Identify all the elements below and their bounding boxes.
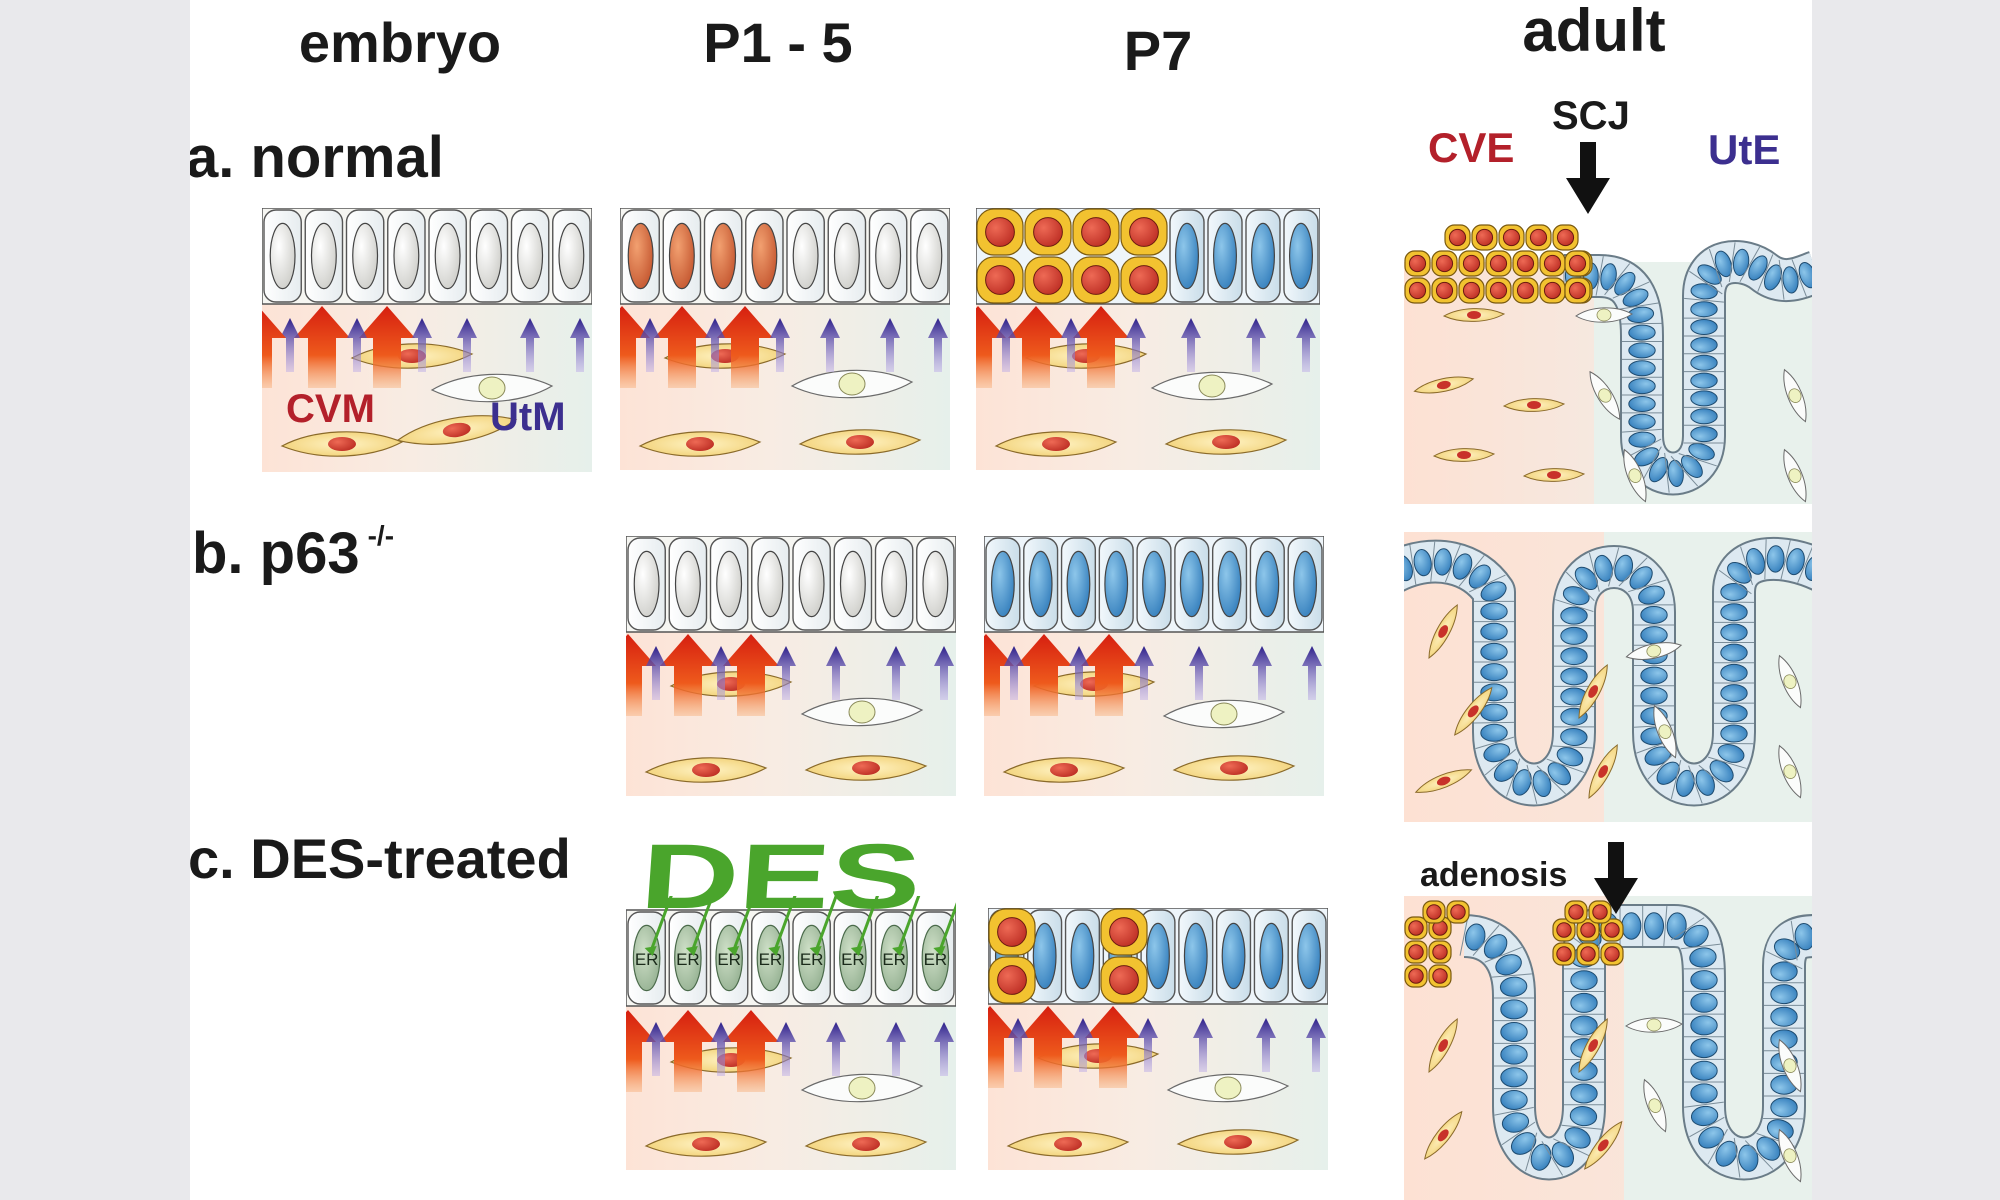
cell-nucleus xyxy=(716,550,743,618)
cell-nucleus xyxy=(710,222,737,290)
cell-nucleus xyxy=(674,550,701,618)
cell-nucleus xyxy=(1251,222,1276,290)
row-label-normal: a. normal xyxy=(190,125,444,190)
cell-nucleus xyxy=(839,550,866,618)
cell-nucleus xyxy=(434,222,461,290)
scj-arrow-des-icon xyxy=(1594,842,1638,914)
panel-p7-des xyxy=(988,908,1328,1170)
figure-panel: embryo P1 - 5 P7 adult a. normal b. p63-… xyxy=(190,0,1812,1200)
cell-nucleus xyxy=(875,222,902,290)
row-label-p63-superscript: -/- xyxy=(367,520,395,551)
cell-nucleus xyxy=(1032,922,1057,990)
row-label-p63-text: b. p63 xyxy=(192,521,360,586)
er-label: ER xyxy=(882,950,906,969)
scj-arrow-icon xyxy=(1566,142,1610,214)
er-label: ER xyxy=(676,950,700,969)
label-ute: UtE xyxy=(1708,126,1781,173)
cell-nucleus xyxy=(757,550,784,618)
cell-nucleus xyxy=(990,550,1015,618)
cell-nucleus xyxy=(269,222,296,290)
cell-nucleus xyxy=(833,222,860,290)
cell-nucleus xyxy=(352,222,379,290)
cell-nucleus xyxy=(558,222,585,290)
cell-nucleus xyxy=(922,550,949,618)
label-adenosis: adenosis xyxy=(1420,856,1568,894)
cell-nucleus xyxy=(1217,550,1242,618)
label-scj: SCJ xyxy=(1552,94,1630,138)
column-label-adult: adult xyxy=(1522,0,1666,64)
column-label-embryo: embryo xyxy=(298,11,502,74)
cell-nucleus xyxy=(1213,222,1238,290)
cell-nucleus xyxy=(1070,922,1095,990)
column-label-p7: P7 xyxy=(1123,19,1193,82)
cell-nucleus xyxy=(751,222,778,290)
panel-p1-5-normal xyxy=(620,208,950,470)
panel-p7-p63 xyxy=(984,536,1324,796)
cell-nucleus xyxy=(1142,550,1166,618)
cell-nucleus xyxy=(1146,922,1170,990)
cell-nucleus xyxy=(310,222,337,290)
cell-nucleus xyxy=(1028,550,1053,618)
cell-nucleus xyxy=(1289,222,1314,290)
er-label: ER xyxy=(800,950,824,969)
des-label-graphic: DES xyxy=(640,832,924,922)
label-cvm: CVM xyxy=(286,387,375,431)
embryo-epithelium xyxy=(262,208,592,305)
panel-p1-5-des: ER ER ER ER ER ER ER ER xyxy=(626,896,956,1170)
cell-nucleus xyxy=(1297,922,1322,990)
cell-nucleus xyxy=(633,550,660,618)
cell-nucleus xyxy=(1183,922,1208,990)
cell-nucleus xyxy=(1104,550,1129,618)
cell-nucleus xyxy=(668,222,695,290)
label-utm: UtM xyxy=(490,395,566,439)
cell-nucleus xyxy=(1066,550,1091,618)
label-cve: CVE xyxy=(1428,124,1515,171)
er-label: ER xyxy=(924,950,948,969)
cell-nucleus xyxy=(1179,550,1204,618)
er-label: ER xyxy=(759,950,783,969)
cell-nucleus xyxy=(1221,922,1246,990)
cell-nucleus xyxy=(627,222,654,290)
cell-nucleus xyxy=(792,222,819,290)
cell-nucleus xyxy=(798,550,825,618)
cell-nucleus xyxy=(393,222,420,290)
cell-nucleus xyxy=(517,222,544,290)
panel-adult-normal xyxy=(1404,196,1812,504)
label-des: DES xyxy=(640,832,924,922)
cell-nucleus xyxy=(916,222,943,290)
cell-nucleus xyxy=(1259,922,1284,990)
panel-adult-des xyxy=(1404,896,1812,1200)
er-label: ER xyxy=(635,950,659,969)
cell-nucleus xyxy=(475,222,502,290)
cell-nucleus xyxy=(881,550,908,618)
er-label: ER xyxy=(841,950,865,969)
er-label: ER xyxy=(717,950,741,969)
panel-p1-5-p63 xyxy=(626,536,956,796)
row-label-p63: b. p63-/- xyxy=(192,520,394,587)
cell-nucleus xyxy=(1175,222,1200,290)
cell-nucleus xyxy=(1255,550,1280,618)
cell-nucleus xyxy=(1293,550,1318,618)
panel-embryo-normal: CVM UtM xyxy=(262,208,592,472)
panel-adult-p63 xyxy=(1404,532,1812,822)
panel-p7-normal xyxy=(976,208,1320,470)
row-label-des-treated: c. DES-treated xyxy=(190,827,571,890)
column-label-p1-5: P1 - 5 xyxy=(703,11,853,74)
